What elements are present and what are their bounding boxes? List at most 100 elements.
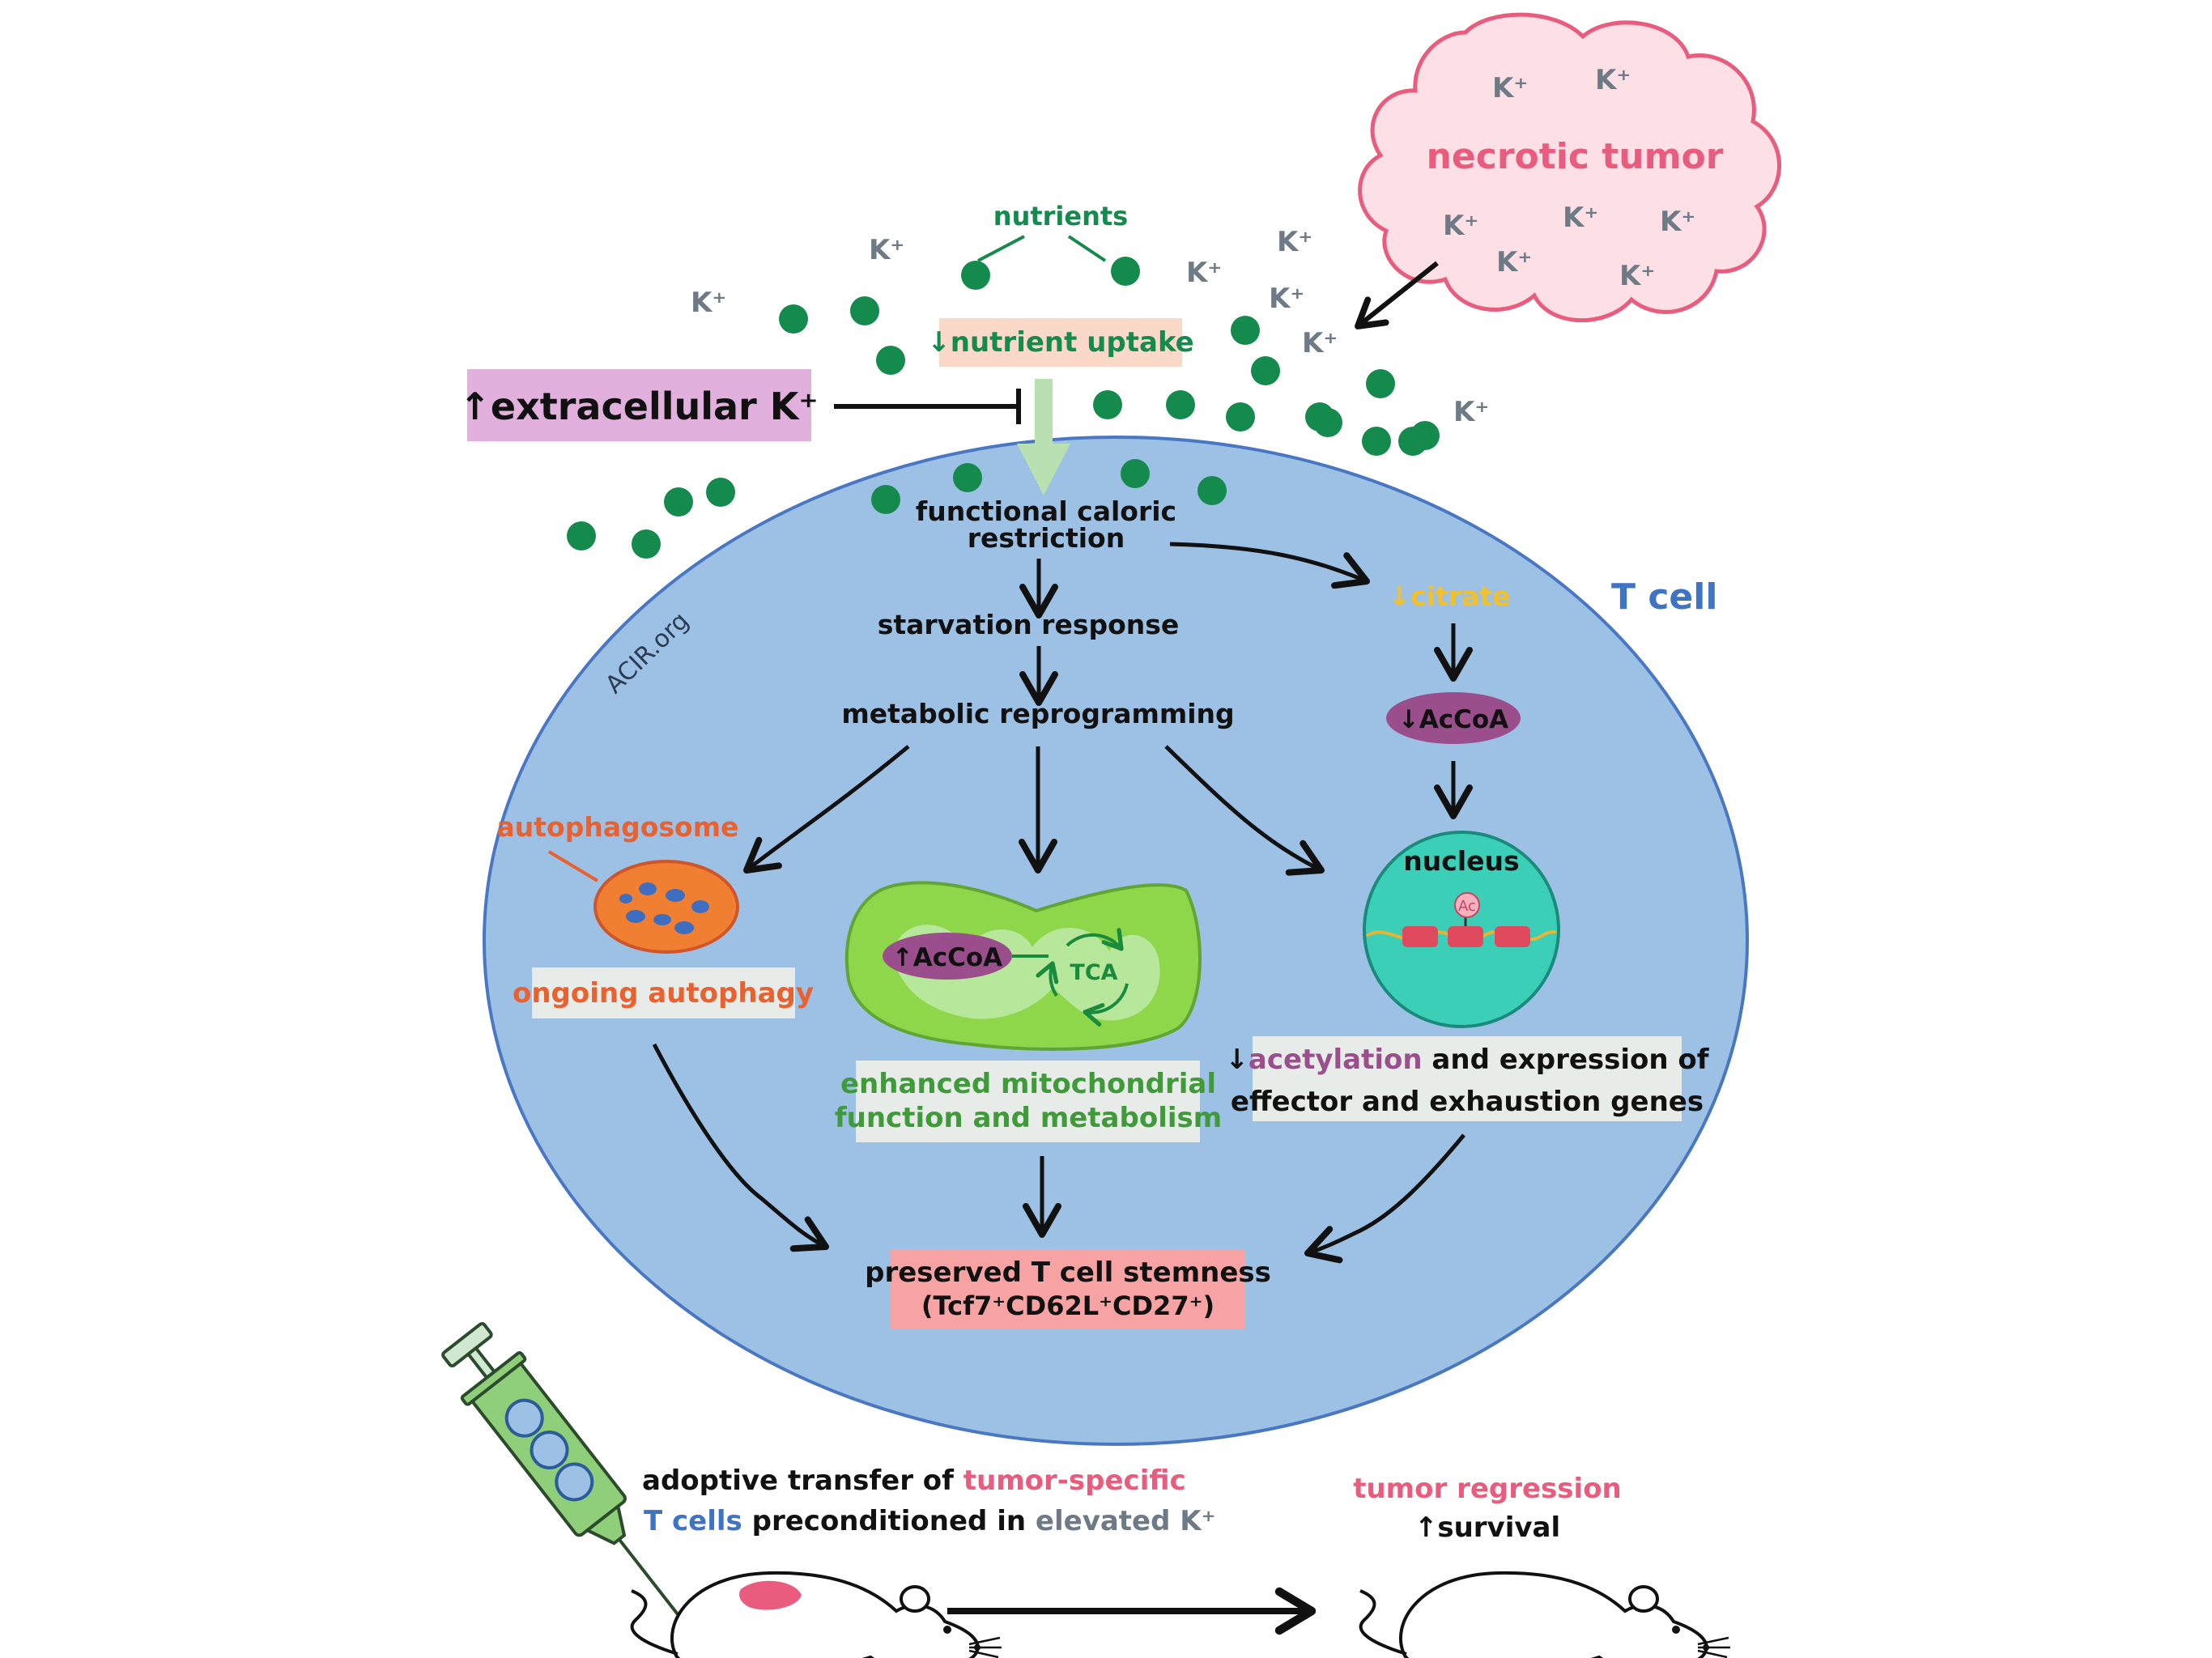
acetyl-mark-label: Ac	[1458, 898, 1476, 915]
nutrient-particle	[1313, 408, 1342, 437]
nutrient-particle	[664, 487, 693, 517]
nucleosome	[1495, 926, 1530, 947]
acetylation-label: ↓acetylation and expression of	[1225, 1044, 1709, 1076]
nutrient-particle	[1410, 421, 1440, 450]
tumor-potassium-ions: K⁺ K⁺ K⁺ K⁺ K⁺ K⁺ K⁺	[1443, 64, 1695, 292]
k-ion: K⁺	[1619, 260, 1655, 292]
accoa-up-badge	[883, 933, 1012, 980]
arrow-to-citrate	[1169, 542, 1370, 589]
ongoing-autophagy-box	[532, 967, 795, 1018]
mitochondria-function-box	[856, 1061, 1200, 1142]
necrotic-tumor-label: necrotic tumor	[1427, 136, 1724, 177]
acetylation-rest: and expression of	[1423, 1044, 1710, 1076]
syringe-tip	[584, 1503, 627, 1545]
adoptive-transfer-label-2: T cells preconditioned in elevated K⁺	[644, 1505, 1216, 1537]
tca-arc	[1066, 928, 1124, 951]
citrate-label: ↓citrate	[1389, 580, 1511, 612]
mouse-tail	[630, 1589, 678, 1656]
acetylation-label-2: effector and exhaustion genes	[1231, 1086, 1704, 1118]
accoa-down-label: ↓AcCoA	[1398, 705, 1508, 734]
k-ion: K⁺	[1496, 246, 1532, 278]
acetyl-mark	[1454, 892, 1480, 918]
mouse-ear	[1628, 1585, 1659, 1613]
nutrient-particle	[1231, 316, 1260, 345]
nutrient-particle	[1366, 369, 1395, 398]
tca-label: TCA	[1070, 960, 1117, 985]
arrow-autophagy-to-stemness	[652, 1043, 829, 1252]
nutrient-uptake-box	[939, 318, 1182, 367]
nucleosome	[1448, 926, 1483, 947]
mouse-eye	[943, 1626, 951, 1634]
tumor-mass	[739, 1580, 802, 1610]
nutrient-particle	[876, 346, 905, 375]
mouse-eye	[1672, 1626, 1680, 1634]
caloric-restriction-label-2: restriction	[968, 522, 1125, 554]
cargo	[626, 910, 645, 923]
k-ion: K⁺	[1660, 206, 1695, 238]
k-ion: K⁺	[1492, 72, 1528, 104]
arrow-to-autophagy	[743, 745, 910, 874]
mouse-body	[670, 1571, 980, 1658]
tca-cycle	[1036, 928, 1129, 1027]
t-cell-in-syringe	[504, 1398, 544, 1438]
k-ion: K⁺	[869, 234, 904, 266]
nutrient-particle	[567, 521, 596, 551]
syringe-needle	[618, 1538, 686, 1624]
mouse-body	[1399, 1571, 1708, 1658]
nutrient-particle	[871, 485, 900, 514]
extracellular-k-label: ↑extracellular K⁺	[459, 385, 818, 428]
tca-arc	[1036, 961, 1059, 997]
nutrient-particle	[1121, 459, 1150, 488]
k-ion: K⁺	[1453, 396, 1489, 428]
extracellular-potassium-ions: K⁺ K⁺ K⁺ K⁺ K⁺ K⁺ K⁺	[691, 226, 1489, 428]
nucleus-label: nucleus	[1403, 845, 1519, 877]
k-ion: K⁺	[1269, 283, 1304, 315]
nucleosome	[1402, 926, 1438, 947]
tumor-regression-label: tumor regression	[1353, 1473, 1622, 1505]
nutrient-uptake-label: ↓nutrient uptake	[927, 326, 1193, 359]
autophagosome-pointer	[547, 850, 599, 882]
acetylation-word: acetylation	[1249, 1044, 1423, 1076]
nutrient-particle	[1166, 390, 1195, 419]
t-cell-in-syringe	[555, 1462, 594, 1502]
mouse-tail	[1359, 1589, 1407, 1656]
arrow-to-acetylation-branch	[1164, 745, 1325, 876]
adoptive-transfer-label: adoptive transfer of tumor-specific	[642, 1465, 1186, 1497]
extracellular-k-box	[467, 369, 811, 441]
nutrients-pointer	[977, 235, 1025, 262]
cargo	[653, 914, 671, 925]
chromatin: Ac	[1365, 892, 1557, 947]
nutrient-particle	[1111, 257, 1140, 286]
mouse-whiskers	[1697, 1636, 1730, 1658]
cargo	[619, 894, 632, 903]
nutrient-particle	[953, 463, 982, 492]
cargo	[691, 900, 709, 913]
nutrients-label: nutrients	[993, 201, 1128, 232]
tca-arc	[1083, 983, 1129, 1027]
nutrients-pointer	[1067, 235, 1107, 262]
adoptive-transfer-part4: preconditioned in	[742, 1505, 1036, 1537]
ongoing-autophagy-label: ongoing autophagy	[513, 977, 814, 1010]
nutrient-particle	[1226, 402, 1255, 432]
nutrient-particle	[850, 296, 879, 325]
nutrient-particle	[1197, 476, 1227, 505]
autophagosome	[593, 860, 739, 954]
syringe-icon	[441, 1322, 686, 1624]
mouse-with-tumor-icon	[630, 1571, 1002, 1658]
accoa-down-badge	[1386, 692, 1521, 744]
caloric-restriction-label: functional caloric	[916, 495, 1176, 527]
main-pathway: functional caloric restriction starvatio…	[841, 495, 1234, 729]
starvation-response-label: starvation response	[878, 609, 1180, 640]
t-cell-in-syringe	[530, 1431, 569, 1470]
tumor-release-arrow	[1355, 261, 1439, 329]
cargo	[639, 882, 657, 895]
surviving-mouse-icon	[1359, 1571, 1730, 1658]
nutrient-particle	[1093, 390, 1122, 419]
stemness-box	[891, 1249, 1245, 1329]
k-ion: K⁺	[1277, 226, 1312, 258]
mitochondria-function-label: enhanced mitochondrial	[840, 1068, 1216, 1100]
necrotic-tumor-cloud	[1358, 12, 1781, 323]
k-ion: K⁺	[1563, 202, 1598, 234]
k-ion: K⁺	[1443, 210, 1478, 242]
